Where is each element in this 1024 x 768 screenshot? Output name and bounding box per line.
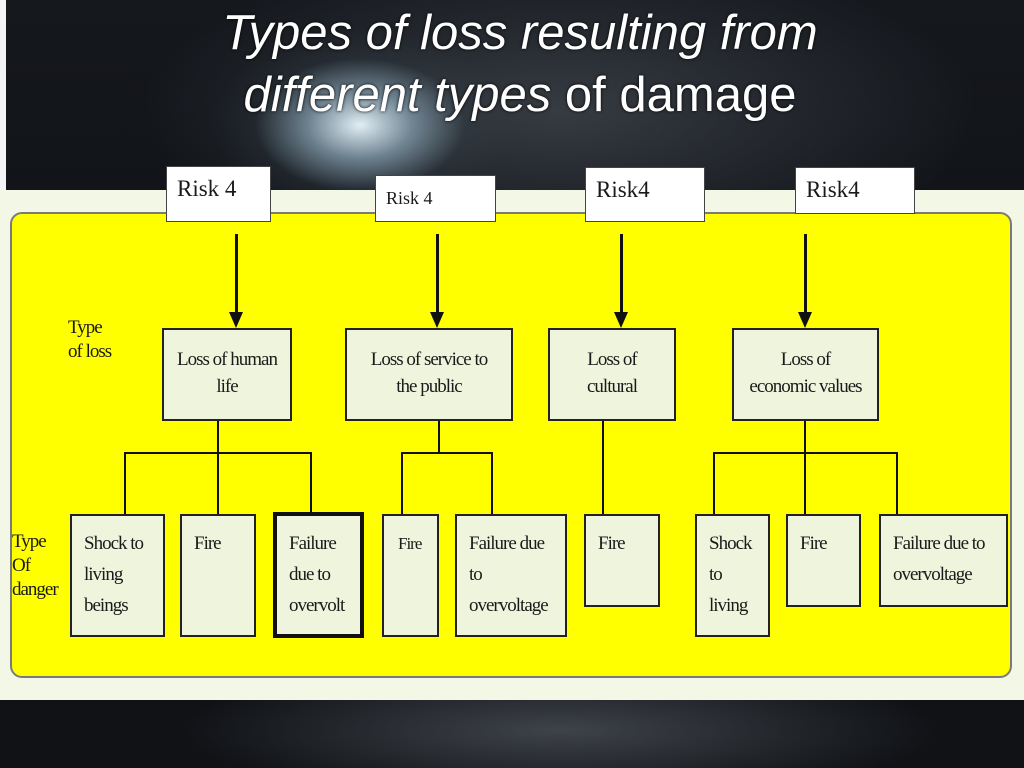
arrow-head (229, 312, 243, 328)
title-line-1: Types of loss resulting from (222, 6, 818, 60)
danger-box-shock-2: Shock to living (695, 514, 770, 637)
slide-title: Types of loss resulting from different t… (120, 2, 920, 126)
connector-vertical (401, 452, 403, 514)
danger-box-fire-3: Fire (584, 514, 660, 607)
loss-box-human-life: Loss of human life (162, 328, 292, 421)
loss-line: cultural (586, 376, 638, 397)
danger-line: Failure due to (893, 533, 986, 554)
danger-line: Fire (598, 533, 626, 554)
loss-box-cultural: Loss of cultural (548, 328, 676, 421)
risk-box-2: Risk 4 (375, 175, 496, 222)
danger-line: overvolt (289, 595, 345, 616)
arrow-head (798, 312, 812, 328)
danger-line: to (469, 564, 483, 585)
danger-line: overvoltage (893, 564, 973, 585)
risk-box-4: Risk4 (795, 167, 915, 214)
risk-box-3: Risk4 (585, 167, 705, 222)
risk-label: Risk4 (806, 177, 860, 202)
danger-line: Fire (398, 534, 422, 553)
risk-box-1: Risk 4 (166, 166, 271, 222)
label-line: Of (12, 555, 31, 576)
arrow-head (614, 312, 628, 328)
connector-vertical (896, 452, 898, 514)
loss-line: the public (396, 376, 462, 397)
danger-box-shock-1: Shock to living beings (70, 514, 165, 637)
loss-line: Loss of (780, 349, 831, 370)
danger-box-fire-2: Fire (382, 514, 439, 637)
label-line: Type (12, 531, 47, 552)
arrow-shaft (436, 234, 439, 314)
title-line-2-plain: of damage (551, 68, 797, 122)
connector-vertical (310, 452, 312, 514)
loss-box-public-service: Loss of service to the public (345, 328, 513, 421)
danger-line: Fire (800, 533, 828, 554)
risk-label: Risk4 (596, 177, 650, 202)
risk-label: Risk 4 (386, 188, 433, 208)
connector-horizontal (124, 452, 312, 454)
risk-label: Risk 4 (177, 176, 237, 201)
danger-box-failure-3: Failure due to overvoltage (879, 514, 1008, 607)
arrow-shaft (620, 234, 623, 314)
danger-line: Failure (289, 533, 337, 554)
loss-line: Loss of human (177, 349, 278, 370)
connector-vertical (217, 421, 219, 514)
loss-line: economic values (749, 376, 862, 397)
label-line: of loss (68, 341, 112, 362)
danger-line: Failure due (469, 533, 545, 554)
danger-line: Fire (194, 533, 222, 554)
danger-line: Shock (709, 533, 752, 554)
arrow-shaft (804, 234, 807, 314)
connector-vertical (713, 452, 715, 514)
danger-line: living (709, 595, 748, 616)
danger-box-failure-1: Failure due to overvolt (273, 512, 364, 638)
danger-box-failure-2: Failure due to overvoltage (455, 514, 567, 637)
arrow-head (430, 312, 444, 328)
danger-line: to (709, 564, 723, 585)
left-edge-strip (0, 0, 6, 190)
connector-vertical (804, 421, 806, 514)
connector-horizontal (713, 452, 898, 454)
label-line: Type (68, 317, 103, 338)
label-line: danger (12, 579, 59, 600)
arrow-shaft (235, 234, 238, 314)
danger-line: living (84, 564, 123, 585)
title-line-2-italic: different types (243, 68, 552, 122)
connector-vertical (124, 452, 126, 514)
connector-horizontal (401, 452, 493, 454)
connector-vertical (491, 452, 493, 514)
loss-line: Loss of service to (370, 349, 489, 370)
connector-vertical (438, 421, 440, 454)
danger-box-fire-1: Fire (180, 514, 256, 637)
danger-line: beings (84, 595, 129, 616)
loss-line: life (216, 376, 238, 397)
danger-box-fire-4: Fire (786, 514, 861, 607)
loss-box-economic: Loss of economic values (732, 328, 879, 421)
type-of-danger-label: Type Of danger (12, 530, 59, 602)
loss-line: Loss of (587, 349, 637, 370)
danger-line: Shock to (84, 533, 144, 554)
connector-vertical (602, 421, 604, 514)
danger-line: due to (289, 564, 331, 585)
type-of-loss-label: Type of loss (68, 316, 112, 364)
danger-line: overvoltage (469, 595, 549, 616)
